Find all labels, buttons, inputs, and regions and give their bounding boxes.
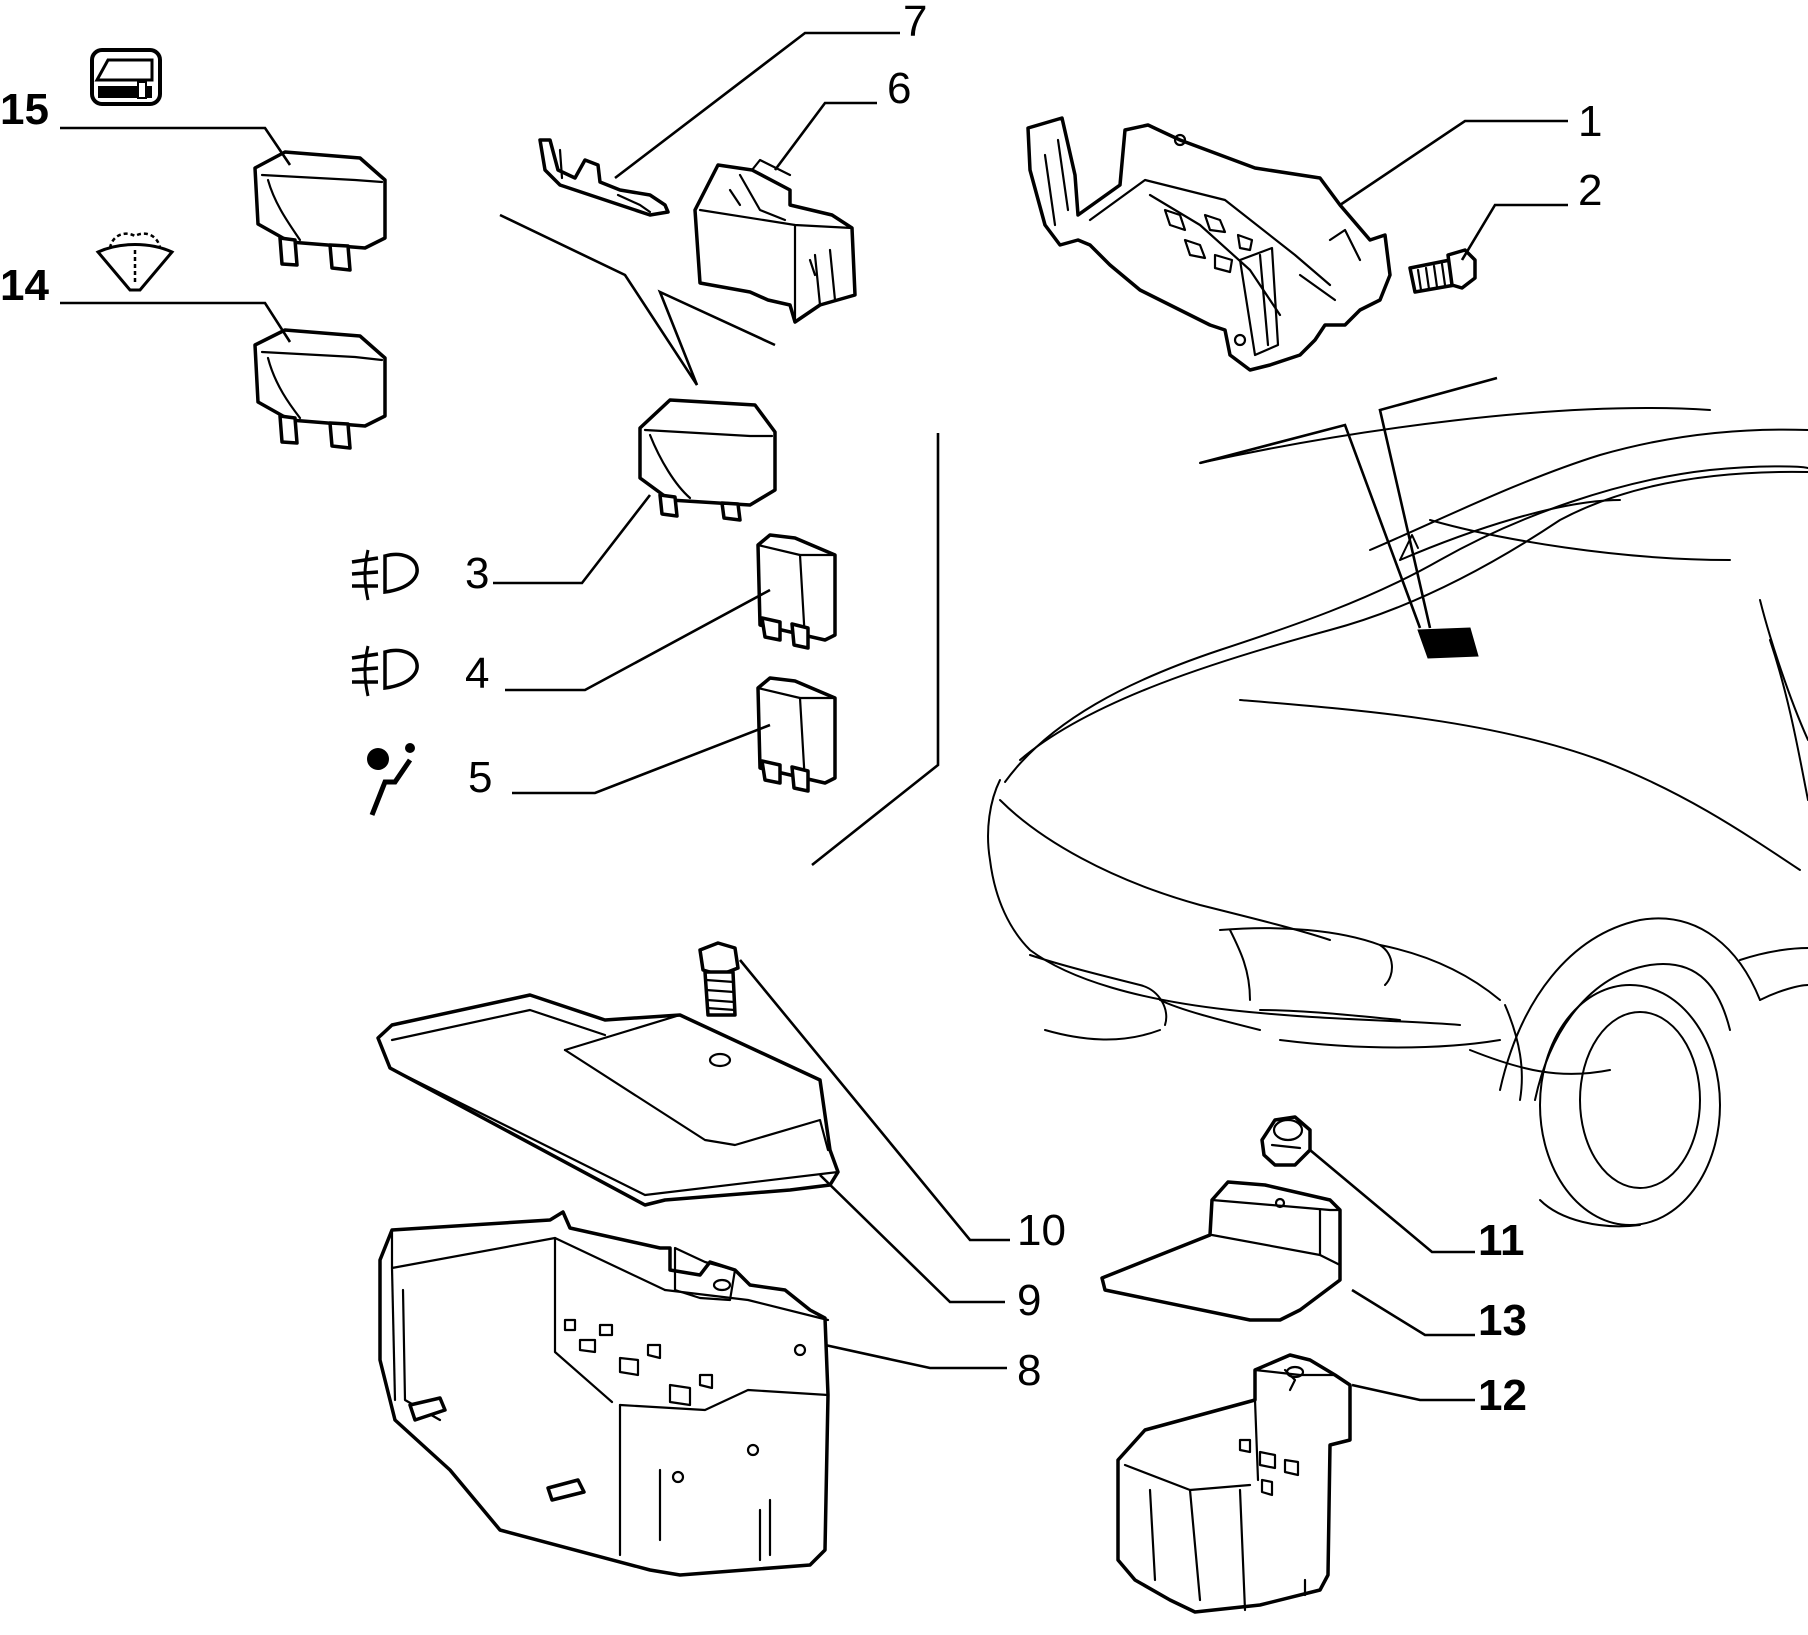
callout-5: 5 xyxy=(468,753,492,802)
callout-9: 9 xyxy=(1017,1276,1041,1325)
fuse-box-location-marker xyxy=(1417,627,1479,659)
callout-2: 2 xyxy=(1578,166,1602,215)
callout-10: 10 xyxy=(1017,1206,1066,1255)
callout-11: 11 xyxy=(1478,1216,1525,1265)
part-5-fuse xyxy=(756,676,837,793)
callout-4: 4 xyxy=(465,649,489,698)
callout-labels: 1 2 3 4 5 6 7 8 9 10 11 12 13 14 15 xyxy=(0,0,1602,1420)
door-lock-icon xyxy=(90,48,162,106)
callout-15: 15 xyxy=(0,85,49,134)
windscreen-washer-icon xyxy=(95,232,175,292)
part-11-nut xyxy=(1260,1115,1312,1167)
location-pointer-lines xyxy=(1199,376,1498,629)
callout-7: 7 xyxy=(903,0,927,46)
part-3-relay xyxy=(638,398,777,522)
callout-13: 13 xyxy=(1478,1296,1527,1345)
callout-6: 6 xyxy=(887,64,911,113)
callout-3: 3 xyxy=(465,549,489,598)
part-13-relay-box-cover xyxy=(1100,1180,1342,1322)
part-10-bolt xyxy=(698,941,740,1017)
callout-1: 1 xyxy=(1578,97,1602,146)
fog-light-icon xyxy=(351,645,419,697)
group-divider-lines xyxy=(499,213,940,867)
part-4-fuse xyxy=(756,533,837,650)
car-front-outline xyxy=(987,407,1808,1228)
callout-14: 14 xyxy=(0,261,49,310)
part-15-relay xyxy=(253,150,387,272)
part-9-fuse-box-cover xyxy=(376,993,840,1207)
callout-12: 12 xyxy=(1478,1371,1527,1420)
part-2-screw xyxy=(1408,248,1477,294)
callout-8: 8 xyxy=(1017,1346,1041,1395)
callout-leader-lines xyxy=(60,31,1568,1402)
part-14-relay xyxy=(253,328,387,450)
seat-belt-icon xyxy=(367,743,415,816)
part-1-bracket xyxy=(1026,116,1392,372)
part-7-terminal xyxy=(538,138,670,217)
part-6-relay-holder xyxy=(693,158,857,324)
fog-light-icon xyxy=(351,549,419,601)
part-12-relay-box xyxy=(1116,1353,1352,1614)
part-8-fuse-box xyxy=(378,1210,830,1577)
